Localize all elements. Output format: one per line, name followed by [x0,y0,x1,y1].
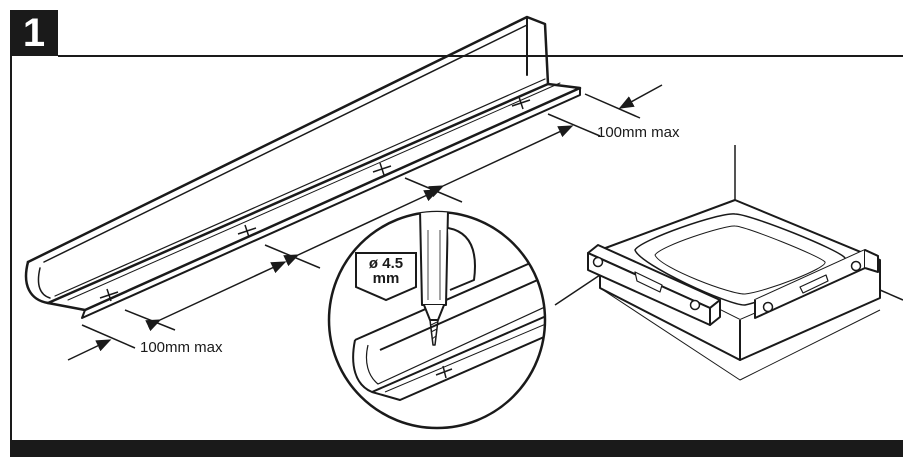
dimension-arrow-icon [67,339,112,361]
drill-size-tag [355,252,417,302]
step-number-badge: 1 [10,10,58,56]
drill-size-value: ø 4.5 [368,255,404,272]
top-spacing-label: 100mm max [597,124,680,141]
drill-mark-icon [237,224,257,238]
drill-size-label: ø 4.5 mm [357,256,415,286]
bottom-bar [10,441,903,457]
drill-mark-icon [511,96,531,110]
bottom-spacing-label: 100mm max [140,339,223,356]
drill-mark-icon [372,162,392,176]
dimension-arrow-icon [618,84,663,109]
drill-icon [419,212,476,346]
channel-closeup [352,249,545,401]
drill-size-unit: mm [372,270,400,287]
spirit-level-icon [587,244,721,326]
spirit-level-icon [754,249,879,319]
dimension-lines [67,84,663,361]
drill-marks [99,96,531,302]
drill-mark-icon [99,288,119,302]
